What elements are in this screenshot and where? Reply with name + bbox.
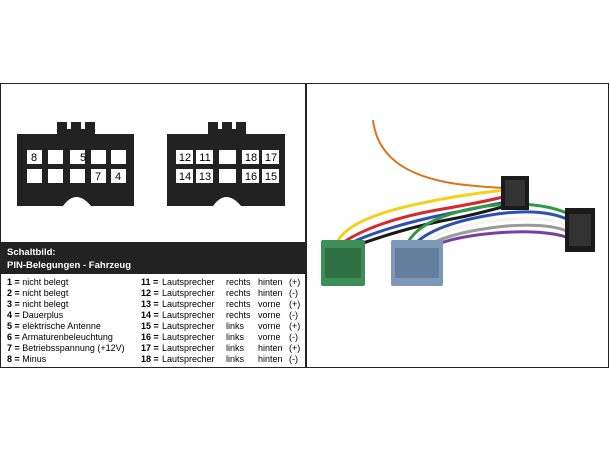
pin-row: 8 = Minus bbox=[7, 354, 47, 364]
pin-label: 17 bbox=[265, 152, 277, 164]
pin-label: 14 bbox=[179, 171, 191, 183]
pin-label: 12 bbox=[179, 152, 191, 164]
pin-row: 5 = elektrische Antenne bbox=[7, 321, 101, 331]
pin-label: 8 bbox=[31, 152, 37, 164]
pin-row: 3 = nicht belegt bbox=[7, 299, 69, 309]
pin-row: 1 = nicht belegt bbox=[7, 277, 69, 287]
pin-row: 7 = Betriebsspannung (+12V) bbox=[7, 343, 125, 353]
schematic-heading-bar: Schaltbild: PIN-Belegungen - Fahrzeug bbox=[1, 242, 305, 274]
pin-label: 15 bbox=[265, 171, 277, 183]
schematic-subtitle: PIN-Belegungen - Fahrzeug bbox=[7, 260, 132, 271]
pin-label: 11 bbox=[199, 152, 210, 164]
schematic-title: Schaltbild: bbox=[7, 247, 56, 258]
schematic-panel: 8 5 7 4 12 11 18 bbox=[1, 84, 305, 367]
connector-diagram: 8 5 7 4 12 11 18 bbox=[17, 122, 285, 206]
pin-row: 2 = nicht belegt bbox=[7, 288, 69, 298]
panel-divider bbox=[305, 84, 307, 367]
pin-row: 4 = Dauerplus bbox=[7, 310, 64, 320]
pin-label: 16 bbox=[245, 171, 257, 183]
document-sheet: 8 5 7 4 12 11 18 bbox=[0, 83, 609, 368]
photo-panel bbox=[307, 84, 608, 367]
left-connector: 8 5 7 4 bbox=[17, 122, 134, 206]
pin-label: 18 bbox=[245, 152, 257, 164]
pin-label: 4 bbox=[115, 171, 121, 183]
pin-row: 6 = Armaturenbeleuchtung bbox=[7, 332, 113, 342]
pin-label: 7 bbox=[95, 171, 101, 183]
pin-label: 5 bbox=[80, 152, 86, 164]
iso-harness-photo bbox=[321, 119, 595, 286]
pin-label: 13 bbox=[199, 171, 211, 183]
right-connector: 12 11 18 17 14 13 16 15 bbox=[167, 122, 285, 206]
